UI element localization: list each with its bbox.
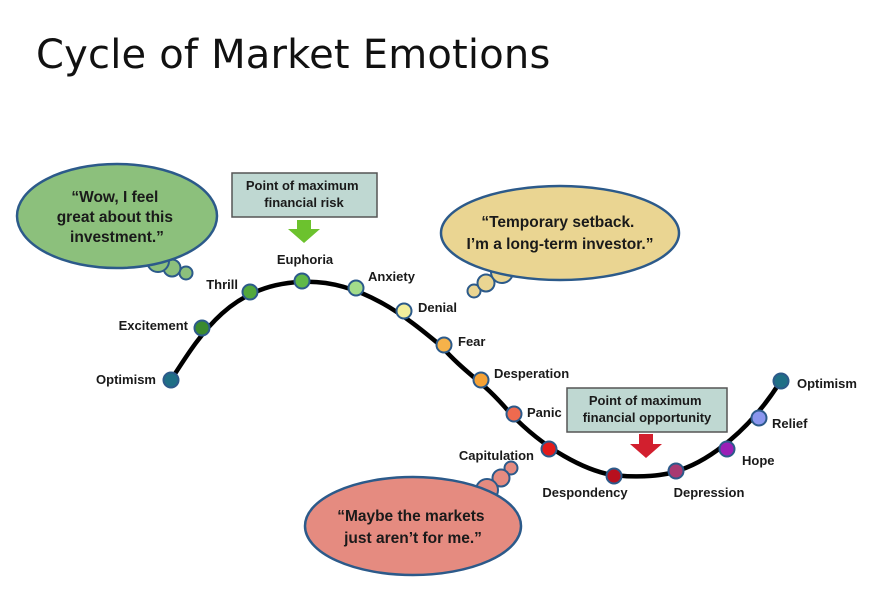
thought-bubble-shape xyxy=(439,184,681,282)
stage-label-panic: Panic xyxy=(527,405,562,420)
callout-box xyxy=(566,387,728,433)
stage-markers: Optimism Excitement Thrill EuphoriaAnxietyD… xyxy=(96,252,857,500)
thought-trail-circle xyxy=(466,283,482,299)
thought-bubble-setback: “Temporary setback. I’m a long-term inve… xyxy=(439,184,681,299)
stage-label-excitement: Excitement xyxy=(119,318,189,333)
stage-label-fear: Fear xyxy=(458,334,485,349)
stage-label-denial: Denial xyxy=(418,300,457,315)
stage-marker-excitement xyxy=(193,319,211,337)
bubble-line: just aren’t for me.” xyxy=(343,530,482,547)
callout-line: financial opportunity xyxy=(583,410,712,425)
svg-text:“Temporary setback. I’m: “Temporary setback. I’m a long-term inve… xyxy=(467,214,654,253)
stage-marker-hope xyxy=(718,440,736,458)
thought-bubble-positive: “Wow, I feel great about this investment… xyxy=(15,162,219,281)
page-title: Cycle of Market Emotions xyxy=(36,32,551,78)
stage-label-relief: Relief xyxy=(772,416,808,431)
thought-trail-circle xyxy=(476,273,496,293)
callout-max-risk: Point of maximum financial risk xyxy=(231,172,378,243)
stage-label-hope: Hope xyxy=(742,453,775,468)
stage-label-despondency: Despondency xyxy=(542,485,628,500)
bubble-line: “Wow, I feel xyxy=(71,189,158,206)
stage-label-desperation: Desperation xyxy=(494,366,569,381)
stage-marker-optimism xyxy=(772,372,790,390)
bubble-line: I’m a long-term investor.” xyxy=(467,236,654,253)
callout-line: Point of maximum xyxy=(589,393,702,408)
svg-text:“Maybe the markets just: “Maybe the markets just aren’t for me.” xyxy=(337,508,489,547)
thought-trail-circle xyxy=(491,468,511,488)
thought-bubble-negative: “Maybe the markets just aren’t for me.” xyxy=(303,460,523,577)
stage-label-optimism: Optimism xyxy=(797,376,857,391)
stage-marker-depression xyxy=(667,462,685,480)
thought-bubble-shape xyxy=(303,475,523,577)
stage-marker-panic xyxy=(505,405,523,423)
stage-label-thrill: Thrill xyxy=(206,277,238,292)
callout-max-opportunity: Point of maximum financial opportunity xyxy=(566,387,728,458)
stage-marker-relief xyxy=(750,409,768,427)
bubble-line: “Maybe the markets xyxy=(337,508,484,525)
stage-label-euphoria: Euphoria xyxy=(277,252,334,267)
svg-text:“Wow, I feel great about: “Wow, I feel great about this investment… xyxy=(57,189,178,246)
stage-marker-optimism xyxy=(162,371,180,389)
callout-box xyxy=(231,172,378,218)
stage-marker-desperation xyxy=(472,371,490,389)
stage-label-capitulation: Capitulation xyxy=(459,448,534,463)
bubble-line: investment.” xyxy=(70,229,164,246)
svg-text:Point of maximum financi: Point of maximum financial risk xyxy=(246,178,362,210)
thought-trail-circle xyxy=(503,460,519,476)
stage-marker-fear xyxy=(435,336,453,354)
stage-marker-anxiety xyxy=(347,279,365,297)
stage-marker-euphoria xyxy=(293,272,311,290)
down-arrow-icon xyxy=(630,434,662,458)
down-arrow-icon xyxy=(288,220,320,243)
stage-marker-capitulation xyxy=(540,440,558,458)
stage-marker-despondency xyxy=(605,467,623,485)
svg-text:Point of maximum financi: Point of maximum financial opportunity xyxy=(583,393,712,425)
callout-line: financial risk xyxy=(264,195,344,210)
bubble-line: great about this xyxy=(57,209,173,226)
bubble-line: “Temporary setback. xyxy=(481,214,634,231)
callout-line: Point of maximum xyxy=(246,178,359,193)
thought-bubble-shape xyxy=(15,162,219,270)
stage-label-optimism: Optimism xyxy=(96,372,156,387)
stage-marker-thrill xyxy=(241,283,259,301)
stage-marker-denial xyxy=(395,302,413,320)
stage-label-depression: Depression xyxy=(674,485,745,500)
stage-label-anxiety: Anxiety xyxy=(368,269,416,284)
